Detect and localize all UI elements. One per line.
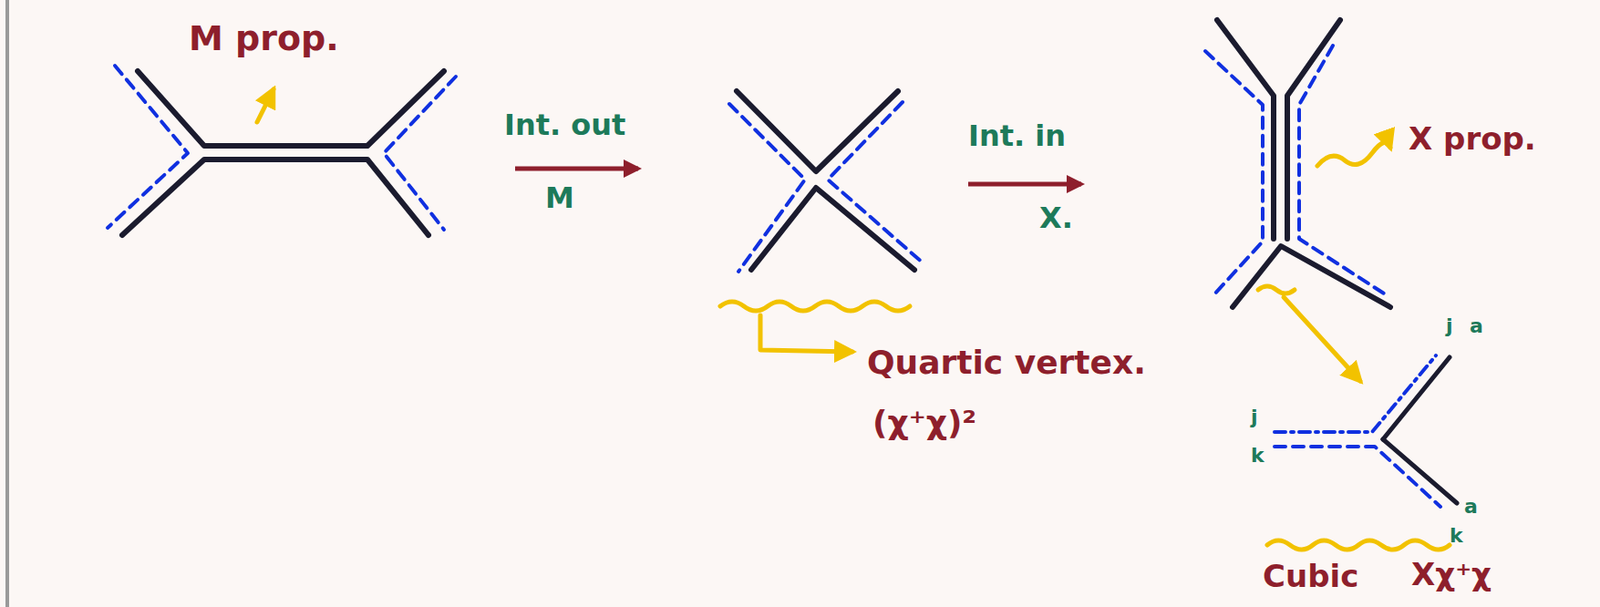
callout-label: Cubic — [1262, 559, 1359, 594]
quartic-vertex-diagram — [720, 91, 925, 352]
step-label: Int. out — [504, 109, 626, 142]
callout-label: X prop. — [1408, 122, 1537, 156]
index-label: a — [1464, 495, 1478, 518]
step-arrow — [515, 166, 639, 172]
callout-label: Quartic vertex. — [867, 344, 1146, 382]
step-label: X. — [1039, 202, 1074, 235]
step-label: Int. in — [968, 120, 1066, 153]
m-exchange-diagram — [107, 65, 456, 236]
formula-label: (χ⁺χ)² — [872, 404, 977, 442]
index-label: k — [1250, 444, 1265, 467]
callout-label: M prop. — [188, 20, 340, 59]
index-label: a — [1469, 315, 1484, 338]
index-label: j — [1250, 406, 1259, 429]
page-edge — [5, 0, 10, 607]
x-exchange-diagram — [1205, 20, 1391, 382]
step-label: M — [545, 182, 575, 215]
index-label: j — [1445, 315, 1454, 338]
formula-label: Xχ⁺χ — [1411, 557, 1492, 592]
step-arrow — [968, 182, 1082, 187]
cubic-vertex-diagram — [1267, 355, 1457, 550]
index-label: k — [1449, 525, 1464, 548]
